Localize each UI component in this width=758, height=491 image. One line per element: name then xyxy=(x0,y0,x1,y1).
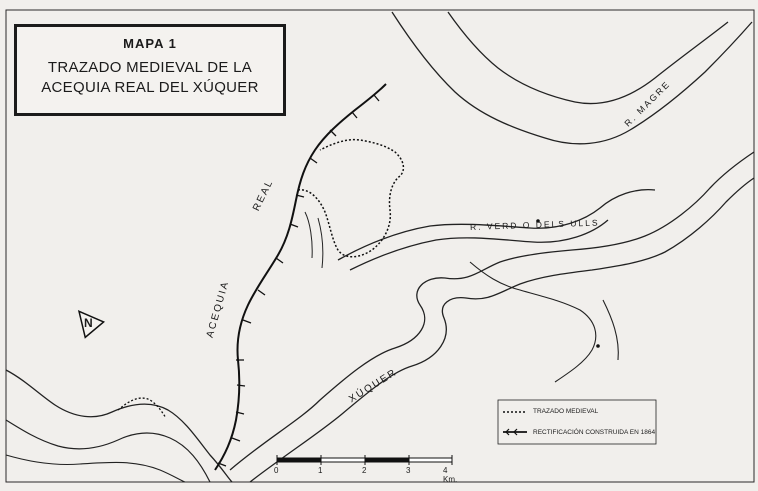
north-arrow-icon xyxy=(77,309,106,339)
legend-label-medieval: TRAZADO MEDIEVAL xyxy=(533,408,599,415)
acequia-rectificacion xyxy=(214,83,387,471)
river-xuquer-south-bank xyxy=(249,177,755,483)
scale-tick-4: 4 Km. xyxy=(443,466,458,484)
river-verd-bank xyxy=(349,219,609,271)
dotted-line-icon xyxy=(503,410,527,413)
legend-symbols xyxy=(497,399,657,445)
scale-tick-0: 0 xyxy=(274,466,279,475)
map-title-line-2: ACEQUIA REAL DEL XÚQUER xyxy=(41,79,259,96)
arrow-line-icon xyxy=(503,428,527,436)
north-arrow-label: N xyxy=(84,316,93,330)
river-verd xyxy=(337,189,656,261)
river-lower-left xyxy=(5,369,233,483)
legend-item-medieval: TRAZADO MEDIEVAL xyxy=(503,408,598,415)
creek-2 xyxy=(317,217,324,269)
trazado-medieval-lower xyxy=(117,397,167,419)
map-number: MAPA 1 xyxy=(123,36,177,51)
map-title-line-1: TRAZADO MEDIEVAL DE LA xyxy=(47,59,253,76)
trazado-medieval xyxy=(297,138,405,258)
legend-item-rectificacion: RECTIFICACIÓN CONSTRUIDA EN 1864 xyxy=(503,428,655,436)
river-magre-bank xyxy=(447,11,729,105)
river-verd-branch-2 xyxy=(602,299,619,361)
river-lower-left-2 xyxy=(5,454,186,483)
river-lower-left-bank xyxy=(5,419,211,483)
map-title-box: MAPA 1 TRAZADO MEDIEVAL DE LA ACEQUIA RE… xyxy=(14,24,286,116)
map-legend: TRAZADO MEDIEVAL RECTIFICACIÓN CONSTRUID… xyxy=(503,401,655,447)
river-xuquer-north-bank xyxy=(229,151,755,471)
town-dot xyxy=(596,344,600,348)
scale-bar xyxy=(276,455,453,465)
river-verd-branch xyxy=(469,261,597,383)
legend-box xyxy=(497,399,657,445)
river-magre xyxy=(391,11,753,145)
scale-tick-3: 3 xyxy=(406,466,411,475)
scale-tick-1: 1 xyxy=(318,466,323,475)
map-frame xyxy=(5,9,755,483)
acequia-rectificacion-ticks xyxy=(217,94,380,467)
scale-tick-2: 2 xyxy=(362,466,367,475)
creek-1 xyxy=(304,211,313,259)
scale-labels: 0 1 2 3 4 Km. xyxy=(270,452,465,484)
legend-label-rectificacion: RECTIFICACIÓN CONSTRUIDA EN 1864 xyxy=(533,428,656,436)
town-dot xyxy=(536,219,540,223)
